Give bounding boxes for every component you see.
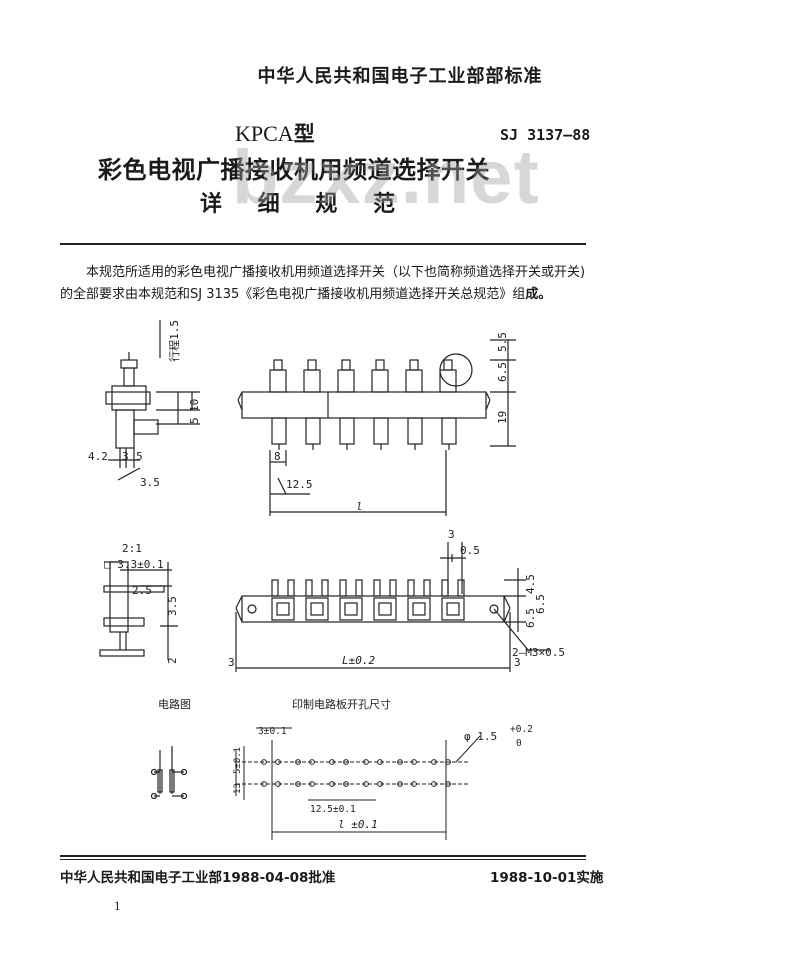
hole-diameter: φ 1.5 — [464, 730, 497, 743]
dim-3-top: 3 — [448, 528, 455, 541]
header-rule — [60, 243, 586, 245]
dim-10: 10 — [188, 399, 201, 412]
dim-L: L±0.2 — [342, 654, 375, 667]
page-number: 1 — [114, 898, 121, 913]
standard-code: SJ 3137—88 — [500, 126, 591, 144]
front-view — [237, 339, 516, 516]
scale: 2:1 — [122, 542, 142, 555]
product-model: KPCA型 — [235, 118, 315, 148]
dim-13: 13 — [233, 783, 243, 794]
technical-drawing: 行程1.5 5.5 6.5 10 5 19 4.2 3 5 3.5 8 12.5… — [88, 320, 565, 840]
tol-plus: +0.2 — [510, 724, 533, 735]
dim-3-5: 3.5 — [140, 476, 160, 489]
thread-spec: 2—M3×0.5 — [512, 646, 565, 659]
top-view — [235, 542, 550, 672]
dim-6-5b: 6.5 — [534, 594, 547, 614]
approval-line: 中华人民共和国电子工业部1988-04-08批准 — [60, 870, 336, 886]
dim-3-5b: 3.5 — [166, 596, 179, 616]
label-stroke: 行程1.5 — [168, 320, 181, 362]
footer-rule — [60, 855, 586, 857]
document-title: 彩色电视广播接收机用频道选择开关 — [98, 156, 490, 184]
dim-8: 8 — [274, 450, 281, 463]
hole-pitch: 3±0.1 — [258, 726, 287, 737]
footer-rule-thin — [60, 859, 586, 860]
label-circuit: 电路图 — [158, 698, 191, 711]
tol-zero: 0 — [516, 738, 522, 749]
dim-2: 2 — [166, 657, 179, 664]
side-view — [105, 320, 200, 481]
dim-3-right: 3 — [514, 656, 521, 669]
dim-5-5: 5.5 — [496, 332, 509, 352]
dim-l-01: l ±0.1 — [338, 818, 378, 831]
dim-l: l — [356, 500, 363, 513]
implementation-date: 1988-10-01实施 — [490, 870, 604, 886]
dim-5: 5 — [188, 417, 201, 424]
intro-text-end: 成。 — [525, 287, 552, 302]
intro-paragraph: 本规范所适用的彩色电视广播接收机用频道选择开关（以下也简称频道选择开关或开关)的… — [60, 262, 588, 306]
watermark: bzxz.net — [232, 135, 540, 220]
dim-6-5: 6.5 — [496, 362, 509, 382]
model-code: KPCA — [235, 121, 294, 146]
dim-4-2: 4.2 — [88, 450, 108, 463]
intro-text: 本规范所适用的彩色电视广播接收机用频道选择开关（以下也简称频道选择开关或开关)的… — [60, 265, 586, 302]
dim-5-pcb: 5±0.1 — [233, 747, 243, 774]
dim-0-5: 0.5 — [460, 544, 480, 557]
dim-5b: 5 — [136, 450, 143, 463]
dim-4-5: 4.5 — [524, 574, 537, 594]
model-suffix: 型 — [293, 122, 315, 146]
label-pcb: 印制电路板开孔尺寸 — [292, 697, 391, 711]
dim-19: 19 — [496, 411, 509, 424]
pcb-hole-layout — [235, 727, 481, 840]
square-dim: □ 3.3±0.1 — [104, 558, 164, 571]
dim-3: 3 — [122, 450, 129, 463]
document-subtitle: 详 细 规 范 — [200, 192, 409, 217]
dim-2-5: 2.5 — [132, 584, 152, 597]
dim-12-5: 12.5 — [286, 478, 313, 491]
dim-6-5c: 6.5 — [524, 608, 537, 628]
dim-3-left: 3 — [228, 656, 235, 669]
dim-12-5-pcb: 12.5±0.1 — [310, 804, 356, 815]
detail-view — [99, 561, 178, 660]
org-standard-heading: 中华人民共和国电子工业部部标准 — [257, 66, 543, 87]
circuit-diagram — [150, 746, 188, 800]
